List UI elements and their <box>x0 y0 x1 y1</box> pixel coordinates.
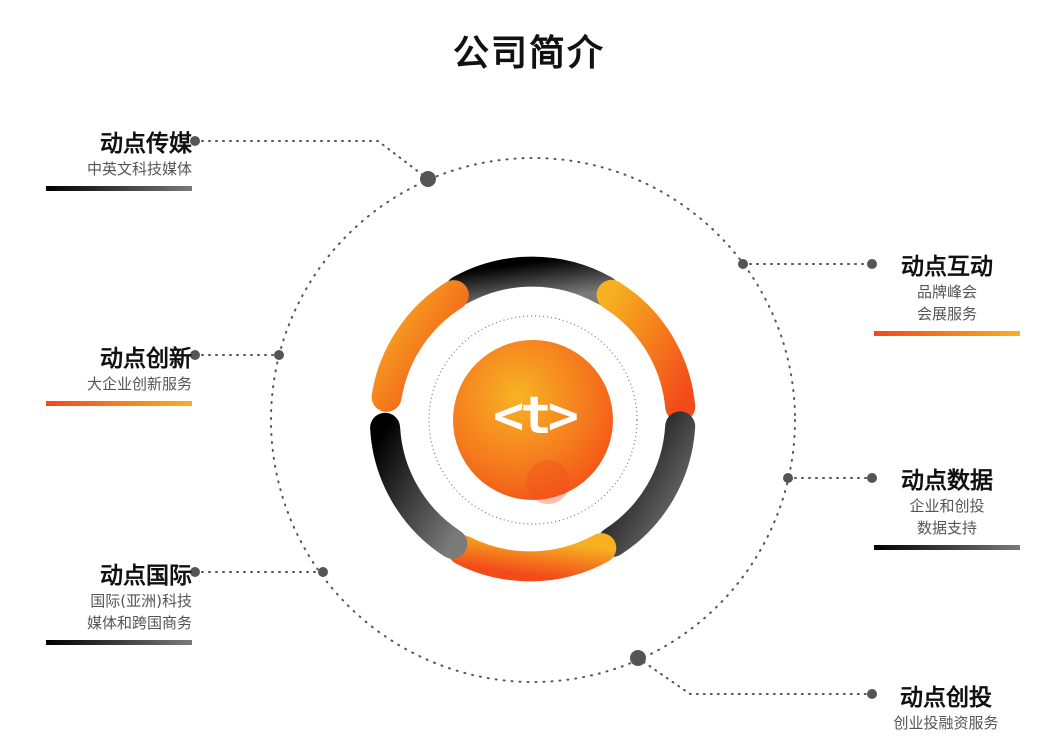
ring-segment-left <box>371 280 469 412</box>
inner-dotted-circle <box>428 315 638 525</box>
item-innovation-desc: 大企业创新服务 <box>86 375 192 393</box>
connector-dot <box>867 473 877 483</box>
item-data: 动点数据 企业和创投 数据支持 <box>874 461 1020 550</box>
item-data-desc-1: 企业和创投 <box>909 497 985 515</box>
item-innovation-name: 动点创新 <box>100 346 192 372</box>
orbit-node <box>630 650 646 666</box>
logo-circle <box>453 340 613 500</box>
orbit-node <box>274 350 284 360</box>
item-media-name: 动点传媒 <box>100 131 192 157</box>
item-venture: 动点创投 创业投融资服务 <box>866 678 1026 734</box>
item-data-name: 动点数据 <box>901 468 993 494</box>
page-title: 公司简介 <box>452 33 605 74</box>
ring-segment-top <box>445 256 620 306</box>
orbit-node <box>318 567 328 577</box>
outer-dotted-orbit <box>270 157 796 683</box>
connector-dot <box>190 567 200 577</box>
segmented-ring <box>370 256 696 582</box>
item-data-bar <box>874 545 1020 550</box>
connector-dot <box>867 259 877 269</box>
item-international-bar <box>46 640 192 645</box>
item-interactive-desc-2: 会展服务 <box>916 305 977 323</box>
connector-line-6 <box>637 657 873 695</box>
item-international-desc-1: 国际(亚洲)科技 <box>90 592 192 610</box>
orbit-node <box>420 171 436 187</box>
ring-segment-bottom <box>447 533 617 582</box>
item-interactive-bar <box>874 331 1020 336</box>
connector-line-1 <box>194 140 429 180</box>
connectors <box>194 140 873 695</box>
ring-segment-top-right <box>596 279 696 422</box>
item-interactive-name: 动点互动 <box>901 254 993 280</box>
connector-dot <box>190 136 200 146</box>
connector-dot <box>190 350 200 360</box>
connector-dot <box>867 689 877 699</box>
item-venture-desc: 创业投融资服务 <box>893 714 999 732</box>
item-international-name: 动点国际 <box>100 563 192 589</box>
item-data-desc-2: 数据支持 <box>916 519 977 537</box>
item-venture-name: 动点创投 <box>900 685 992 711</box>
item-innovation: 动点创新 大企业创新服务 <box>46 339 192 406</box>
connector-dots <box>190 136 877 699</box>
item-innovation-bar <box>46 401 192 406</box>
logo-mark: <t> <box>493 386 579 446</box>
logo-texture <box>526 460 570 504</box>
item-international-desc-2: 媒体和跨国商务 <box>86 614 192 632</box>
item-media-desc: 中英文科技媒体 <box>86 160 192 178</box>
item-interactive-desc-1: 品牌峰会 <box>916 283 977 301</box>
item-international: 动点国际 国际(亚洲)科技 媒体和跨国商务 <box>46 556 192 645</box>
ring-segment-bottom-left <box>370 412 468 559</box>
item-interactive: 动点互动 品牌峰会 会展服务 <box>874 247 1020 336</box>
ring-segment-right <box>597 411 696 557</box>
orbit-node <box>783 473 793 483</box>
orbit-node <box>738 259 748 269</box>
item-media-bar <box>46 186 192 191</box>
item-media: 动点传媒 中英文科技媒体 <box>46 124 192 191</box>
